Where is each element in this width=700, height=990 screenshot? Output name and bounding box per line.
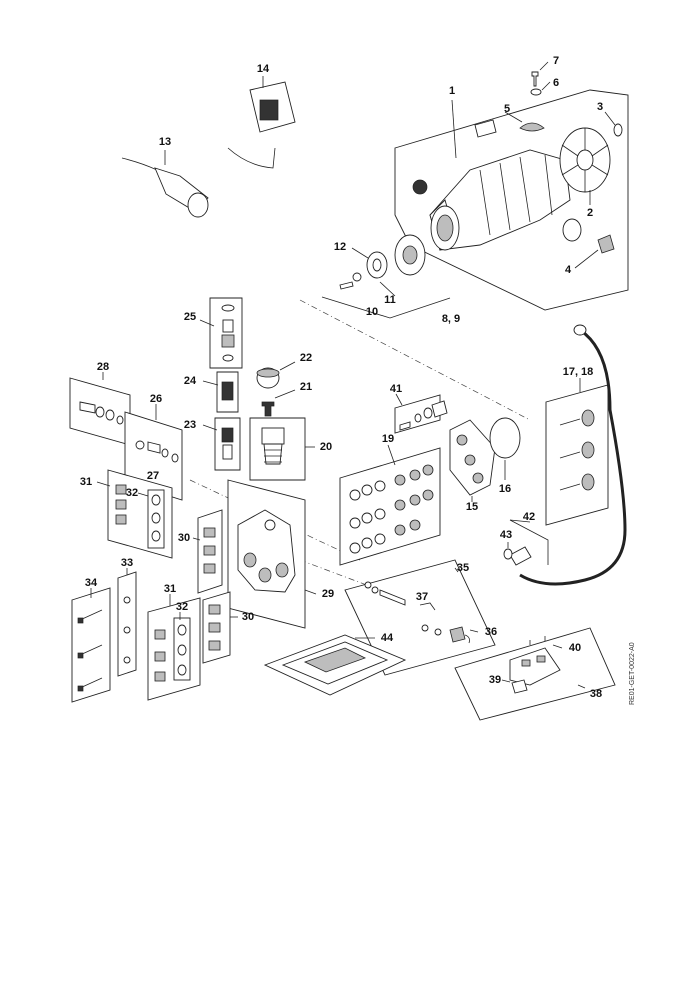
callout-20: 20 <box>320 441 332 453</box>
callout-37: 37 <box>416 591 428 603</box>
callout-15: 15 <box>466 501 478 513</box>
seal-kit-group: 19 41 15 16 <box>339 383 521 566</box>
callout-19: 19 <box>382 433 394 445</box>
callout-25: 25 <box>184 311 196 323</box>
callout-33: 33 <box>121 557 133 569</box>
callout-8-9: 8, 9 <box>442 313 460 325</box>
washer-part-10 <box>352 272 362 282</box>
seal-kit-19-parts <box>349 464 434 554</box>
plug-group: 13 14 <box>121 63 296 218</box>
callout-30-lower: 30 <box>242 611 254 623</box>
flange-group: 12 11 10 8, 9 <box>321 234 460 325</box>
callout-30-upper: 30 <box>178 532 190 544</box>
callout-35: 35 <box>457 562 469 574</box>
callout-2: 2 <box>587 207 593 219</box>
pump-head-group: 29 30 30 <box>178 479 334 664</box>
left-kits-group: 28 26 27 31 32 34 <box>69 361 201 703</box>
motor-housing <box>412 149 571 251</box>
bracket-part <box>474 119 497 138</box>
callout-39: 39 <box>489 674 501 686</box>
callout-6: 6 <box>553 77 559 89</box>
cap-part-4 <box>597 234 615 254</box>
callout-23: 23 <box>184 419 196 431</box>
piston-17-18 <box>559 409 595 491</box>
callout-43: 43 <box>500 529 512 541</box>
callout-36: 36 <box>485 626 497 638</box>
switch-housing <box>509 647 561 686</box>
callout-21: 21 <box>300 381 312 393</box>
washer-part-6 <box>530 88 542 96</box>
switch-assembly-group: 40 39 38 <box>454 627 616 721</box>
callout-1: 1 <box>449 85 455 97</box>
callout-17-18: 17, 18 <box>563 366 594 378</box>
schuko-plug <box>121 157 209 218</box>
callout-5: 5 <box>504 103 510 115</box>
screw-part-7 <box>531 71 539 87</box>
ring-part-3 <box>613 123 623 137</box>
uk-plug <box>227 81 296 169</box>
callout-44: 44 <box>381 632 394 644</box>
cooling-fan <box>559 127 611 193</box>
hose-group: 17, 18 42 43 <box>500 324 627 586</box>
callout-12: 12 <box>334 241 346 253</box>
callout-32-lower: 32 <box>176 601 188 613</box>
shim-part-5 <box>519 122 545 132</box>
callout-31-lower: 31 <box>164 583 176 595</box>
callout-24: 24 <box>184 375 197 387</box>
callout-42: 42 <box>523 511 535 523</box>
o-ring-16 <box>489 417 521 459</box>
callout-41: 41 <box>390 383 402 395</box>
screw-part-21 <box>261 401 275 417</box>
bypass-valve-group: 35 37 36 <box>344 559 497 676</box>
callout-3: 3 <box>597 101 603 113</box>
callout-26: 26 <box>150 393 162 405</box>
callout-4: 4 <box>565 264 572 276</box>
callout-14: 14 <box>257 63 270 75</box>
high-pressure-hose <box>519 328 627 586</box>
callout-16: 16 <box>499 483 511 495</box>
screw-part-11 <box>339 281 354 290</box>
bearing-sleeve <box>562 218 582 242</box>
callout-31-upper: 31 <box>80 476 92 488</box>
filter-mat-group: 44 <box>263 632 407 696</box>
motor-assembly-group: 1 2 3 4 5 6 7 <box>394 55 629 311</box>
callout-22: 22 <box>300 352 312 364</box>
washer-part-43 <box>503 548 513 560</box>
callout-38: 38 <box>590 688 602 700</box>
callout-27: 27 <box>147 470 159 482</box>
valve-group: 25 24 23 22 21 20 <box>184 297 332 481</box>
callout-28: 28 <box>97 361 109 373</box>
callout-13: 13 <box>159 136 171 148</box>
callout-10: 10 <box>366 306 378 318</box>
reference-code: RE01-GET-0022-A0 <box>629 642 636 705</box>
callout-11: 11 <box>384 294 396 306</box>
callout-40: 40 <box>569 642 581 654</box>
callout-34: 34 <box>85 577 98 589</box>
callout-32-upper: 32 <box>126 487 138 499</box>
callout-7: 7 <box>553 55 559 67</box>
callout-29: 29 <box>322 588 334 600</box>
